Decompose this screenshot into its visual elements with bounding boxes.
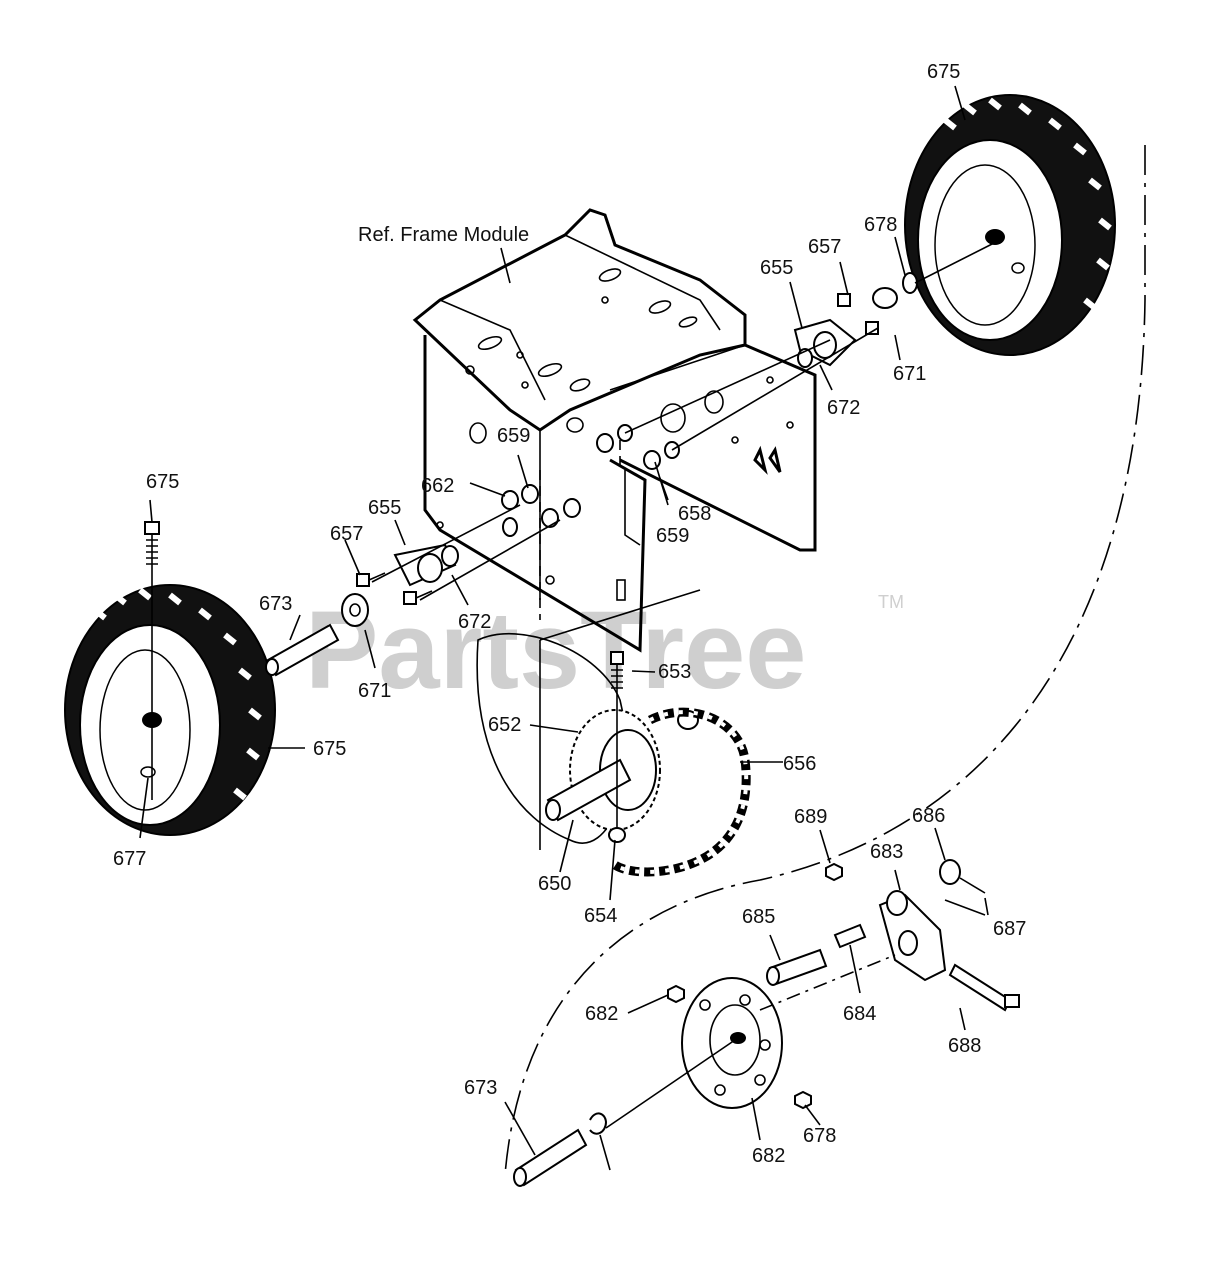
callout-672: 672 bbox=[827, 397, 860, 419]
callout-655: 655 bbox=[760, 257, 793, 279]
callout-672: 672 bbox=[458, 611, 491, 633]
callout-671: 671 bbox=[358, 680, 391, 702]
bolt-675 bbox=[144, 521, 160, 800]
callout-650: 650 bbox=[538, 873, 571, 895]
left-axle-hardware bbox=[265, 470, 581, 677]
callout-657: 657 bbox=[808, 236, 841, 258]
callout-657: 657 bbox=[330, 523, 363, 545]
frame-module-label: Ref. Frame Module bbox=[358, 224, 529, 246]
callout-658: 658 bbox=[678, 503, 711, 525]
bracket-assembly bbox=[513, 859, 1020, 1187]
right-axle-hardware bbox=[596, 239, 1001, 470]
callout-675: 675 bbox=[313, 738, 346, 760]
callout-689: 689 bbox=[794, 806, 827, 828]
callout-653: 653 bbox=[658, 661, 691, 683]
callout-678: 678 bbox=[864, 214, 897, 236]
callout-681: 682 bbox=[752, 1145, 785, 1167]
callout-673: 673 bbox=[259, 593, 292, 615]
callout-656: 656 bbox=[783, 753, 816, 775]
callout-682: 678 bbox=[803, 1125, 836, 1147]
callout-675: 675 bbox=[927, 61, 960, 83]
callout-654: 654 bbox=[584, 905, 617, 927]
callout-683: 683 bbox=[870, 841, 903, 863]
callout-677: 677 bbox=[113, 848, 146, 870]
watermark: PartsTree bbox=[305, 589, 806, 712]
callout-688: 688 bbox=[948, 1035, 981, 1057]
trademark: TM bbox=[878, 592, 904, 612]
guide-curve bbox=[504, 145, 1146, 1176]
callout-655: 655 bbox=[368, 497, 401, 519]
callout-671: 671 bbox=[893, 363, 926, 385]
callout-685: 685 bbox=[742, 906, 775, 928]
left-wheel bbox=[64, 584, 276, 836]
callout-684: 684 bbox=[843, 1003, 876, 1025]
callout-662: 662 bbox=[421, 475, 454, 497]
callout-673: 673 bbox=[464, 1077, 497, 1099]
frame-module bbox=[412, 208, 817, 653]
callout-675: 675 bbox=[146, 471, 179, 493]
right-wheel bbox=[904, 94, 1116, 356]
callout-659: 659 bbox=[656, 525, 689, 547]
callout-652: 652 bbox=[488, 714, 521, 736]
callout-682: 682 bbox=[585, 1003, 618, 1025]
callout-659: 659 bbox=[497, 425, 530, 447]
sprocket-assembly bbox=[476, 589, 751, 877]
callout-686: 686 bbox=[912, 805, 945, 827]
leader-lines bbox=[139, 85, 989, 1171]
callout-687: 687 bbox=[993, 918, 1026, 940]
